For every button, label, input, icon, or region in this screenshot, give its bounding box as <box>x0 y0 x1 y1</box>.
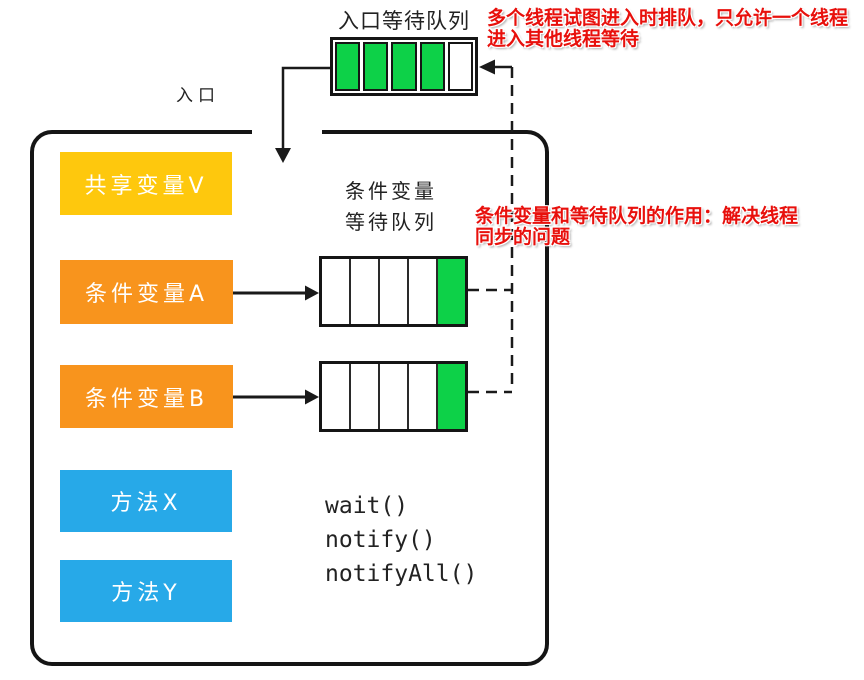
queue-cell-white <box>351 364 380 429</box>
entrance-label: 入口 <box>176 86 220 106</box>
queue-cell-green <box>419 42 445 91</box>
entrance-queue <box>330 37 478 96</box>
method-call-notify: notify() <box>325 527 436 553</box>
queue-cell-white <box>447 42 474 91</box>
annotation-line: 多个线程试图进入时排队，只允许一个线程 <box>487 7 849 29</box>
queue-cell-white <box>322 259 351 324</box>
queue-cell-green <box>391 42 417 91</box>
queue-cell-green <box>438 259 465 324</box>
annotation-entrance-queue: 多个线程试图进入时排队，只允许一个线程 进入其他线程等待 <box>487 8 859 50</box>
condition-queue-label-line: 等待队列 <box>345 210 437 234</box>
condition-a-waiting-queue <box>319 256 468 327</box>
condition-b-waiting-queue <box>319 361 468 432</box>
condition-queue-label-line: 条件变量 <box>345 179 437 203</box>
annotation-line: 进入其他线程等待 <box>487 28 640 50</box>
shared-variable-box: 共享变量V <box>60 152 232 215</box>
condition-variable-b-box: 条件变量B <box>60 365 233 428</box>
method-y-box: 方法Y <box>60 560 232 622</box>
annotation-line: 同步的问题 <box>475 226 571 248</box>
queue-cell-white <box>380 259 409 324</box>
condition-queue-label: 条件变量 等待队列 <box>330 176 452 238</box>
queue-cell-white <box>409 259 438 324</box>
queue-cell-white <box>409 364 438 429</box>
queue-cell-white <box>380 364 409 429</box>
queue-cell-green <box>363 42 389 91</box>
queue-cell-white <box>351 259 380 324</box>
queue-cell-white <box>322 364 351 429</box>
method-call-wait: wait() <box>325 493 409 519</box>
monitor-border-gap <box>252 127 322 137</box>
method-x-box: 方法X <box>60 470 232 532</box>
condition-variable-a-box: 条件变量A <box>60 260 233 324</box>
queue-cell-green <box>438 364 465 429</box>
annotation-condition-variables: 条件变量和等待队列的作用：解决线程 同步的问题 <box>475 206 859 248</box>
method-call-notifyall: notifyAll() <box>325 561 478 587</box>
reentry-arrowhead <box>479 59 495 75</box>
method-call-list: wait() notify() notifyAll() <box>325 489 505 591</box>
annotation-line: 条件变量和等待队列的作用：解决线程 <box>475 205 799 227</box>
queue-cell-green <box>335 42 361 91</box>
entrance-queue-label: 入口等待队列 <box>338 9 470 33</box>
